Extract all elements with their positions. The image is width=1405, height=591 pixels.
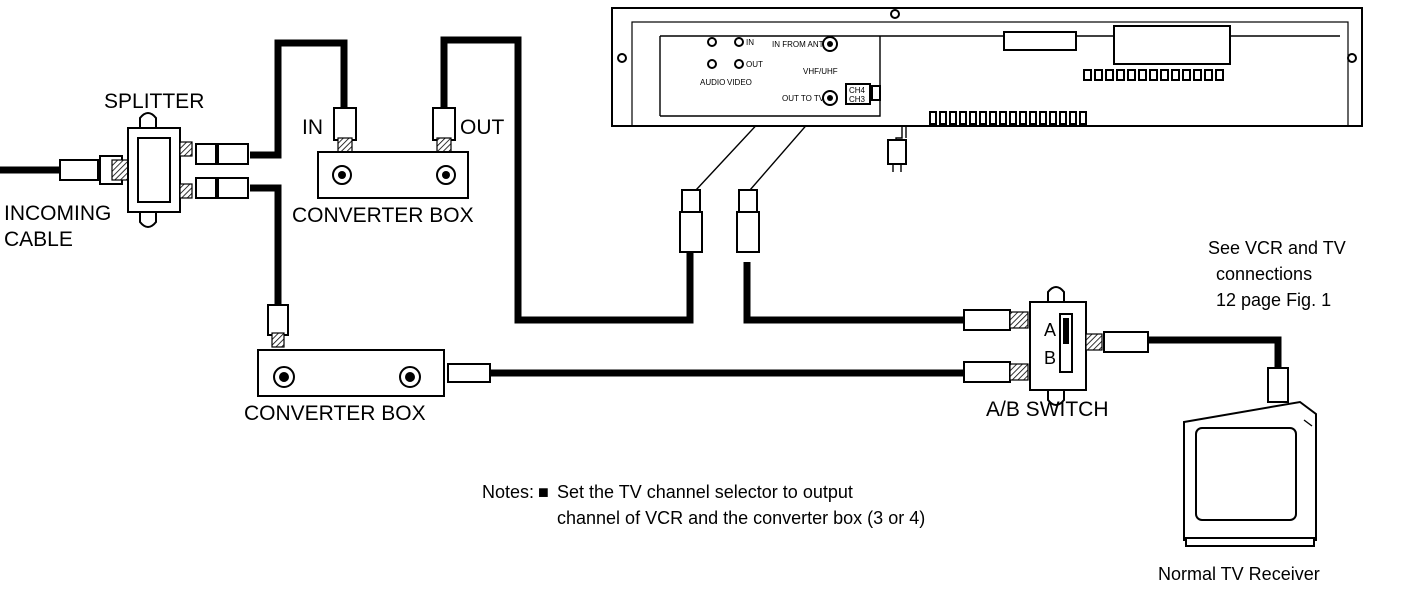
notes-line-2: channel of VCR and the converter box (3 … bbox=[557, 508, 925, 528]
see-vcr-line-1: See VCR and TV bbox=[1208, 238, 1346, 258]
see-vcr-line-2: connections bbox=[1216, 264, 1312, 284]
labels: SPLITTER INCOMING CABLE IN OUT CONVERTER… bbox=[4, 90, 1346, 584]
vcr-out-to-tv-label: OUT TO TV bbox=[782, 94, 825, 103]
converter-in-label: IN bbox=[302, 116, 323, 139]
cable-splitter-to-converter-in bbox=[250, 39, 348, 159]
vcr-power-plug bbox=[887, 139, 907, 165]
ab-switch-b-label: B bbox=[1044, 348, 1056, 368]
converter-box-bottom bbox=[257, 304, 491, 397]
vcr-in-from-ant-label: IN FROM ANT bbox=[772, 40, 824, 49]
ab-switch: A B bbox=[963, 286, 1149, 406]
incoming-cable-label-1: INCOMING bbox=[4, 202, 111, 225]
tv-screen bbox=[1195, 427, 1297, 521]
converter-box-top-label: CONVERTER BOX bbox=[292, 204, 474, 227]
vcr-audio-label: AUDIO bbox=[700, 78, 725, 87]
vcr-vhf-uhf-label: VHF/UHF bbox=[803, 67, 838, 76]
ab-switch-label: A/B SWITCH bbox=[986, 398, 1109, 421]
tv-receiver bbox=[1183, 367, 1317, 547]
cable-vcr-out-to-switch-a bbox=[743, 262, 968, 324]
converter-box-top bbox=[317, 107, 469, 199]
incoming-cable-label-2: CABLE bbox=[4, 228, 73, 251]
cable-splitter-to-bottom-converter bbox=[250, 184, 282, 305]
see-vcr-line-3: 12 page Fig. 1 bbox=[1216, 290, 1331, 310]
vcr-ch4-label: CH4 bbox=[849, 86, 866, 95]
vcr-video-label: VIDEO bbox=[727, 78, 752, 87]
vcr-in-label: IN bbox=[746, 38, 754, 47]
cable-switch-to-tv bbox=[1148, 336, 1282, 370]
notes-line-1: Set the TV channel selector to output bbox=[557, 482, 853, 502]
vcr-ch3-label: CH3 bbox=[849, 95, 866, 104]
vcr-out-label: OUT bbox=[746, 60, 763, 69]
cable-converter-out-to-vcr bbox=[440, 36, 694, 324]
splitter bbox=[59, 112, 249, 228]
vcr: IN OUT AUDIO VIDEO IN FROM ANT VHF/UHF O… bbox=[611, 7, 1363, 172]
ab-switch-a-label: A bbox=[1044, 320, 1056, 340]
notes-bullet: ■ bbox=[538, 482, 549, 502]
tv-receiver-label: Normal TV Receiver bbox=[1158, 564, 1320, 584]
vcr-vent-row-bottom bbox=[929, 111, 1087, 125]
cables bbox=[0, 35, 1282, 377]
converter-box-bottom-label: CONVERTER BOX bbox=[244, 402, 426, 425]
vcr-cable-connectors bbox=[679, 189, 760, 253]
converter-out-label: OUT bbox=[460, 116, 505, 139]
splitter-label: SPLITTER bbox=[104, 90, 204, 113]
vcr-vent-row-top bbox=[1083, 69, 1224, 81]
notes-prefix: Notes: bbox=[482, 482, 534, 502]
